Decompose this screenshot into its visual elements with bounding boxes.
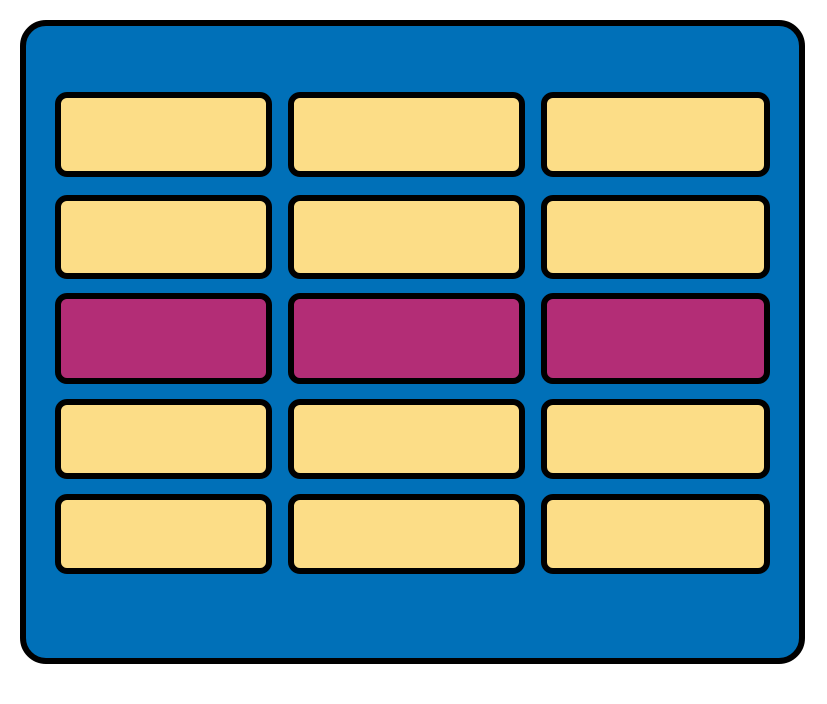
highlighted-cell bbox=[288, 293, 525, 384]
grid-cell bbox=[55, 92, 272, 177]
grid-cell bbox=[541, 494, 770, 574]
grid-cell bbox=[541, 92, 770, 177]
highlighted-cell bbox=[541, 293, 770, 384]
highlighted-cell bbox=[55, 293, 272, 384]
grid-cell bbox=[55, 195, 272, 279]
grid-cell bbox=[288, 399, 525, 479]
grid-cell bbox=[55, 399, 272, 479]
grid-cell bbox=[55, 494, 272, 574]
grid-cell bbox=[288, 92, 525, 177]
grid-cell bbox=[288, 494, 525, 574]
grid-cell bbox=[541, 195, 770, 279]
grid-cell bbox=[541, 399, 770, 479]
grid-cell bbox=[288, 195, 525, 279]
